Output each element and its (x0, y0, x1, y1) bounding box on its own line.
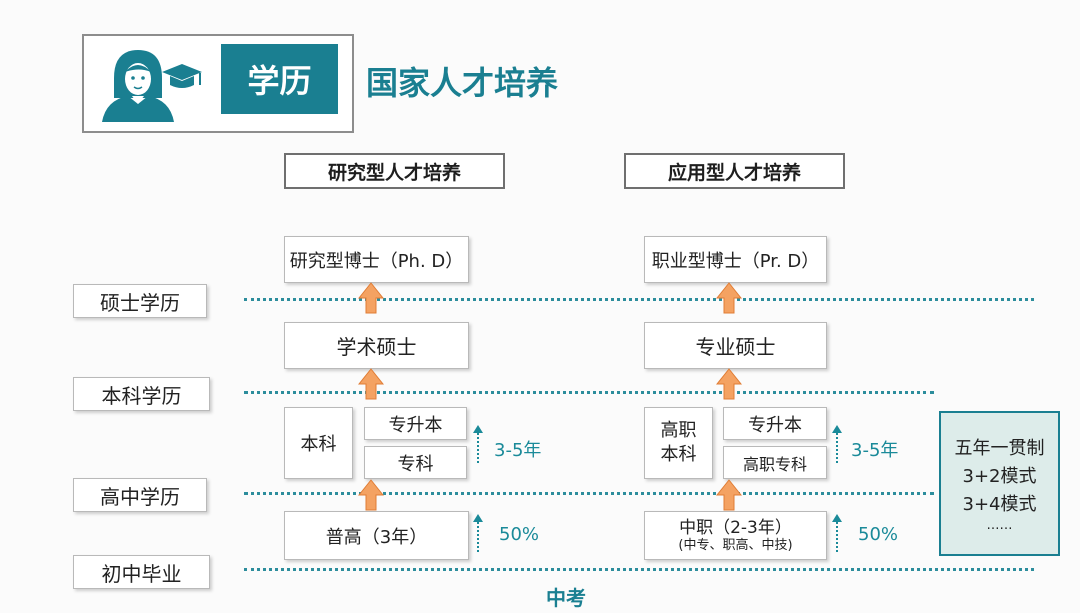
secondary-vocational-label: 中职（2-3年） (679, 517, 792, 538)
header-frame: 学历 (82, 34, 354, 133)
professional-doctor-box: 职业型博士（Pr. D） (644, 236, 827, 283)
applied-upgrade-box: 专升本 (723, 407, 827, 440)
five-year-program-note: 五年一贯制 3+2模式 3+4模式 …… (939, 411, 1060, 556)
research-percent-label: 50% (499, 524, 540, 545)
high-school-entrance-exam-label: 中考 (546, 586, 586, 610)
research-talent-heading: 研究型人才培养 (284, 153, 505, 189)
note-line: 五年一贯制 (954, 438, 1045, 459)
general-high-school-box: 普高（3年） (284, 511, 469, 560)
dotted-up-arrow-icon (473, 514, 483, 554)
applied-percent-label: 50% (858, 524, 899, 545)
junior-college-box: 专科 (364, 446, 467, 479)
secondary-vocational-types: (中专、职高、中技) (678, 537, 793, 553)
note-line: …… (986, 518, 1013, 533)
research-upgrade-box: 专升本 (364, 407, 467, 440)
education-badge: 学历 (221, 44, 338, 114)
page-title: 国家人才培养 (366, 64, 559, 102)
applied-talent-heading: 应用型人才培养 (624, 153, 845, 189)
student-graduate-icon (102, 50, 202, 122)
dotted-up-arrow-icon (473, 425, 483, 465)
research-undergrad-box: 本科 (284, 407, 353, 479)
level-label-high-school: 高中学历 (73, 478, 207, 512)
divider-high-school (244, 492, 934, 495)
divider-bachelor (244, 391, 934, 394)
arrow-up-icon (716, 282, 742, 314)
level-label-bachelor: 本科学历 (73, 377, 210, 411)
dotted-up-arrow-icon (832, 514, 842, 554)
arrow-up-icon (358, 282, 384, 314)
note-line: 3+2模式 (962, 466, 1037, 487)
arrow-up-icon (358, 479, 384, 511)
research-doctor-box: 研究型博士（Ph. D） (284, 236, 469, 283)
arrow-up-icon (716, 368, 742, 400)
academic-master-box: 学术硕士 (284, 322, 469, 369)
divider-master (244, 298, 1034, 301)
arrow-up-icon (716, 479, 742, 511)
divider-junior-middle (244, 568, 1034, 571)
arrow-up-icon (358, 368, 384, 400)
level-label-junior-middle: 初中毕业 (73, 555, 210, 589)
secondary-vocational-box: 中职（2-3年） (中专、职高、中技) (644, 511, 827, 560)
research-years-label: 3-5年 (494, 440, 542, 461)
applied-years-label: 3-5年 (851, 440, 899, 461)
note-line: 3+4模式 (962, 494, 1037, 515)
level-label-master: 硕士学历 (73, 284, 207, 318)
vocational-undergrad-box: 高职 本科 (644, 407, 713, 479)
vocational-college-box: 高职专科 (723, 446, 827, 479)
professional-master-box: 专业硕士 (644, 322, 827, 369)
dotted-up-arrow-icon (832, 425, 842, 465)
